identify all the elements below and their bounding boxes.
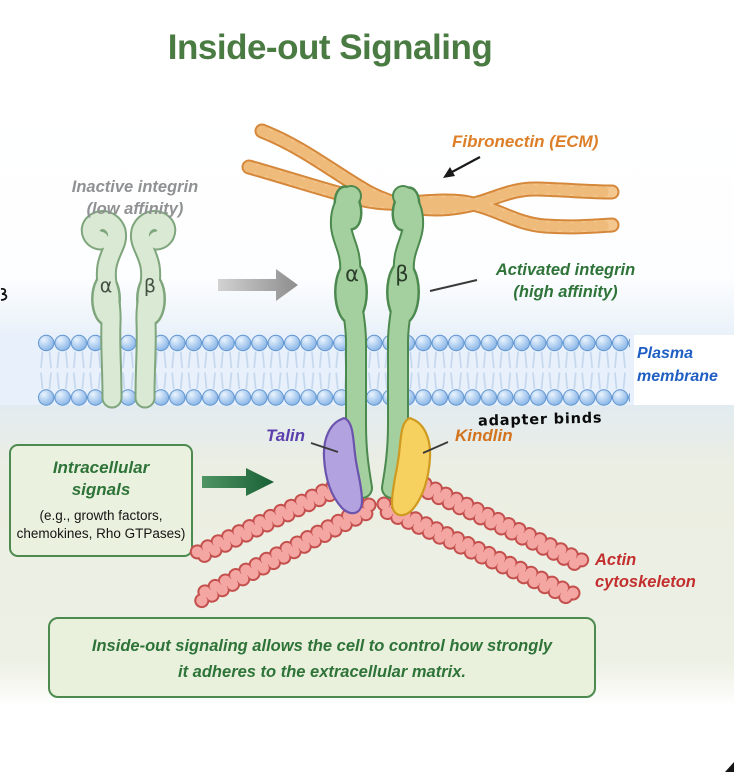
intracellular-detail-line2: chemokines, Rho GTPases) <box>16 526 186 541</box>
signal-arrow <box>202 468 274 496</box>
talin-protein <box>322 417 364 515</box>
inactive-beta-label: β <box>144 275 156 297</box>
activated-integrin: α β <box>329 185 425 509</box>
membrane-backdrop <box>0 332 634 410</box>
fibronectin-label: Fibronectin (ECM) <box>452 132 599 151</box>
intracellular-signals-title: Intracellular signals <box>11 457 191 501</box>
plasma-label-line2: membrane <box>637 368 718 386</box>
inactive-integrin-label: Inactive integrin (low affinity) <box>55 176 215 221</box>
corner-mark <box>725 762 734 772</box>
inactive-alpha-label: α <box>100 275 113 297</box>
activated-label-line1: Activated integrin <box>495 261 636 279</box>
actin-cytoskeleton-label: Actin cytoskeleton <box>595 549 696 594</box>
activation-arrow <box>218 269 298 301</box>
caption-line2: it adheres to the extracellular matrix. <box>178 662 466 681</box>
kindlin-protein <box>390 417 432 517</box>
page-title: Inside-out Signaling <box>167 28 493 67</box>
activated-integrin-label: Activated integrin (high affinity) <box>478 259 653 304</box>
leader-lines <box>310 156 481 454</box>
actin-label-line1: Actin <box>595 551 637 569</box>
actin-label-line2: cytoskeleton <box>595 573 696 592</box>
intracellular-title-line2: signals <box>71 480 131 500</box>
caption-box: Inside-out signaling allows the cell to … <box>48 617 596 698</box>
inactive-label-line2: (low affinity) <box>86 200 184 219</box>
actin-filaments <box>187 476 594 609</box>
intracellular-signals-detail: (e.g., growth factors, chemokines, Rho G… <box>11 507 191 543</box>
talin-label: Talin <box>266 426 306 445</box>
plasma-membrane <box>38 334 630 406</box>
stray-mark <box>0 287 8 301</box>
caption-line1: Inside-out signaling allows the cell to … <box>91 637 553 655</box>
intracellular-signals-box: Intracellular signals (e.g., growth fact… <box>9 444 193 557</box>
plasma-label-line1: Plasma <box>637 345 694 362</box>
activated-label-line2: (high affinity) <box>513 283 618 302</box>
activated-beta-label: β <box>395 262 408 286</box>
activated-alpha-label: α <box>345 262 359 286</box>
plasma-membrane-label: Plasma membrane <box>637 342 718 388</box>
handwritten-note: adapter binds <box>477 410 603 430</box>
inactive-integrin: α β <box>80 210 177 409</box>
inactive-label-line1: Inactive integrin <box>71 178 199 196</box>
intracellular-title-line1: Intracellular <box>52 458 150 477</box>
intracellular-detail-line1: (e.g., growth factors, <box>39 508 163 524</box>
